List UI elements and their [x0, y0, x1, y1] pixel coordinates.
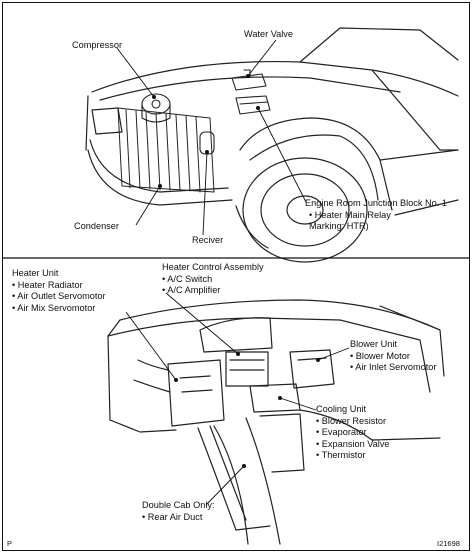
figure-id: I21698: [437, 539, 460, 548]
truck-front-drawing: [85, 27, 459, 263]
junction-block-drawing: [235, 95, 271, 115]
label-reciver: Reciver: [192, 235, 224, 245]
label-blower-unit: Blower Unit • Blower Motor • Air Inlet S…: [350, 339, 437, 372]
label-condenser: Condenser: [74, 221, 119, 231]
bottom-leader-lines: [125, 292, 350, 506]
compressor-drawing: [141, 93, 171, 123]
label-heater-unit: Heater Unit • Heater Radiator • Air Outl…: [12, 268, 106, 313]
label-double-cab: Double Cab Only: • Rear Air Duct: [142, 500, 215, 522]
dashboard-drawing: [107, 299, 445, 545]
label-cooling-unit: Cooling Unit • Blower Resistor • Evapora…: [316, 404, 390, 460]
corner-mark: P: [7, 539, 13, 548]
top-leader-lines: [116, 39, 307, 236]
label-compressor: Compressor: [72, 40, 123, 50]
water-valve-drawing: [231, 69, 267, 91]
page-border: [2, 2, 470, 551]
condenser-drawing: [117, 107, 215, 193]
label-heater-control-assembly: Heater Control Assembly • A/C Switch • A…: [162, 262, 264, 295]
label-junction-block: Engine Room Junction Block No. 1 • Heate…: [305, 198, 447, 231]
label-water-valve: Water Valve: [244, 29, 294, 39]
